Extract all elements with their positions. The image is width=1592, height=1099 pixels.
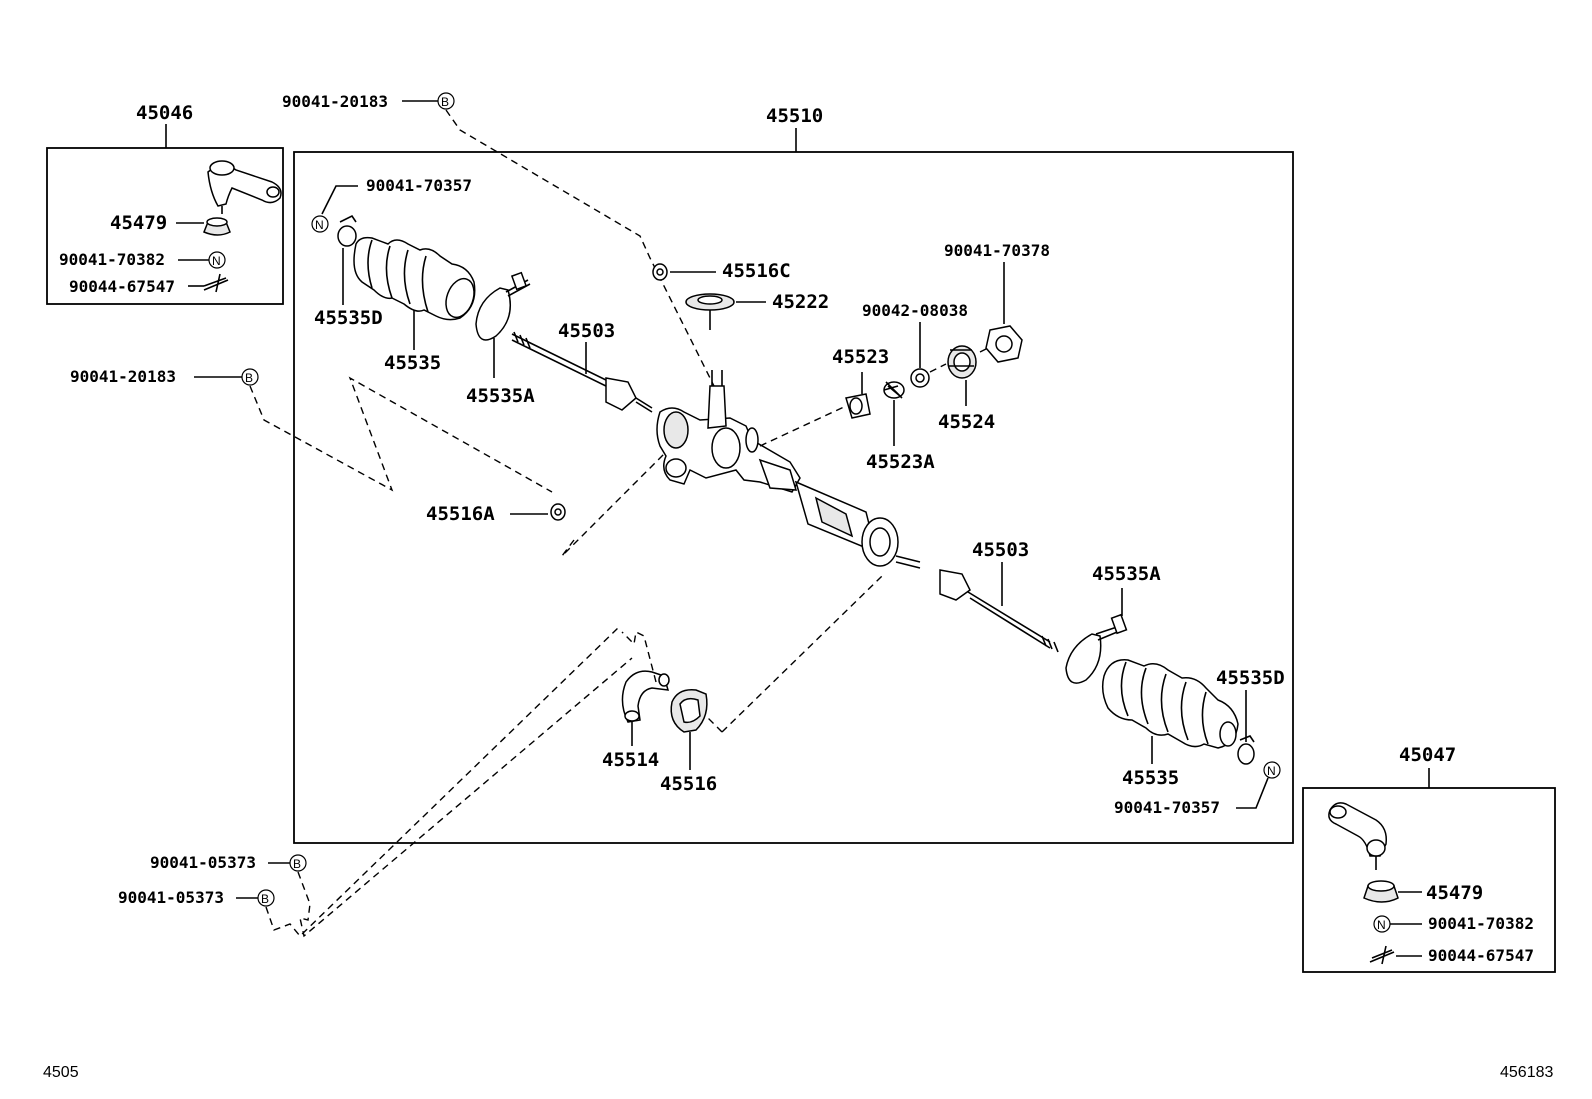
- dash-bolt-link-2: [265, 627, 619, 938]
- label-washer: 90042-08038: [862, 301, 968, 320]
- gear-housing-icon: [656, 370, 801, 493]
- guide-icon: [845, 393, 871, 419]
- cotter-pin-right-icon: [1369, 945, 1395, 965]
- nut-marker-boot-right: N: [1263, 761, 1281, 779]
- label-spring: 45523A: [866, 451, 935, 473]
- clip-left-icon: [337, 214, 357, 247]
- washer-icon: [910, 368, 930, 388]
- label-pin-right: 90044-67547: [1428, 946, 1534, 965]
- band-right-icon: [1065, 613, 1128, 684]
- label-tie-rod-right: 45503: [972, 539, 1029, 561]
- label-tie-rod-left: 45503: [558, 320, 615, 342]
- label-boot-clamp-bottom-right: 90041-70357: [1114, 798, 1220, 817]
- dash-clamp-top: [445, 109, 717, 391]
- nut-marker-boot-left: N: [311, 215, 329, 233]
- nut-marker-left: N: [208, 251, 226, 269]
- label-boot-right: 45535: [1122, 767, 1179, 789]
- label-guide: 45523: [832, 346, 889, 368]
- ball-boot-right-icon: [1363, 880, 1399, 903]
- svg-text:B: B: [441, 95, 449, 109]
- dash-bracket-link: [621, 630, 657, 683]
- band-left-icon: [475, 271, 531, 341]
- label-bushing: 45516: [660, 773, 717, 795]
- tie-rod-end-left-icon: [207, 160, 282, 214]
- tie-rod-left-icon: [511, 331, 653, 413]
- assembly-box: [293, 151, 1294, 844]
- svg-text:N: N: [212, 254, 221, 268]
- label-band-left: 45535A: [466, 385, 535, 407]
- label-bolt-2: 90041-05373: [118, 888, 224, 907]
- label-ball-boot-right: 45479: [1426, 882, 1483, 904]
- ball-boot-left-icon: [203, 217, 231, 236]
- bracket-icon: [621, 670, 670, 723]
- plug-icon: [685, 293, 735, 311]
- svg-text:N: N: [1377, 918, 1386, 932]
- label-grommet-a: 45516A: [426, 503, 495, 525]
- label-grommet-c: 45516C: [722, 260, 791, 282]
- left-group-box: [46, 147, 284, 305]
- label-plug: 45222: [772, 291, 829, 313]
- svg-text:B: B: [261, 892, 269, 906]
- label-assembly: 45510: [766, 105, 823, 127]
- label-pin-left: 90044-67547: [69, 277, 175, 296]
- label-bolt-1: 90041-05373: [150, 853, 256, 872]
- label-end-group-right: 45047: [1399, 744, 1456, 766]
- grommet-c-icon: [652, 263, 668, 281]
- nut-marker-right: N: [1373, 915, 1391, 933]
- footer-right-code: 456183: [1500, 1064, 1553, 1081]
- label-clip-right: 45535D: [1216, 667, 1285, 689]
- bolt-marker-1: B: [289, 854, 307, 872]
- label-cap: 45524: [938, 411, 995, 433]
- spring-icon: [883, 381, 905, 399]
- bolt-marker-top: B: [437, 92, 455, 110]
- label-bracket: 45514: [602, 749, 659, 771]
- label-clamp-top: 90041-20183: [282, 92, 388, 111]
- bolt-marker-left: B: [241, 368, 259, 386]
- tie-rod-right-icon: [939, 569, 1059, 653]
- label-band-right: 45535A: [1092, 563, 1161, 585]
- label-ball-boot-left: 45479: [110, 212, 167, 234]
- label-idler-arm-group: 45046: [136, 102, 193, 124]
- rack-tube-icon: [794, 480, 921, 569]
- svg-text:N: N: [315, 218, 324, 232]
- svg-text:B: B: [245, 371, 253, 385]
- label-boot-clamp-top-left: 90041-70357: [366, 176, 472, 195]
- label-nut-left: 90041-70382: [59, 250, 165, 269]
- dash-bushing-link: [707, 575, 883, 733]
- boot-right-icon: [1101, 659, 1239, 749]
- label-boot-left: 45535: [384, 352, 441, 374]
- bushing-icon: [670, 689, 708, 733]
- tie-rod-end-right-icon: [1328, 802, 1388, 870]
- bolt-marker-2: B: [257, 889, 275, 907]
- clip-right-icon: [1237, 735, 1255, 765]
- label-clamp-left: 90041-20183: [70, 367, 176, 386]
- dash-clamp-left: [249, 376, 553, 493]
- cotter-pin-left-icon: [203, 273, 229, 293]
- dash-bolt-link-1: [297, 657, 633, 938]
- label-locknut: 90041-70378: [944, 241, 1050, 260]
- svg-text:B: B: [293, 857, 301, 871]
- locknut-icon: [985, 325, 1023, 363]
- grommet-a-icon: [550, 503, 566, 521]
- cap-icon: [947, 345, 977, 379]
- svg-text:N: N: [1267, 764, 1276, 778]
- label-nut-right: 90041-70382: [1428, 914, 1534, 933]
- footer-left-code: 4505: [43, 1064, 79, 1081]
- label-clip-left: 45535D: [314, 307, 383, 329]
- boot-left-icon: [353, 236, 476, 321]
